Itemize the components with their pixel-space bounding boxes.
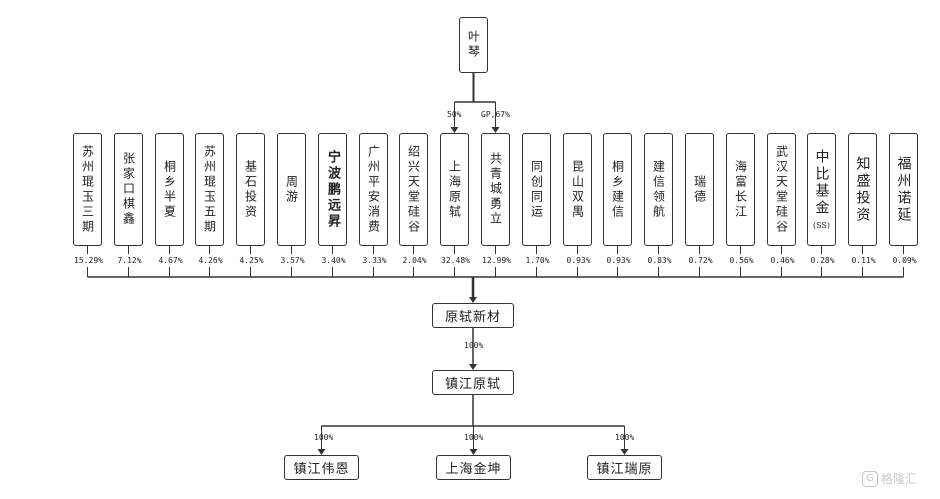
subsidiary-arrow-head xyxy=(317,449,326,455)
subsidiary-pct-2: 100% xyxy=(615,433,635,442)
shareholder-name: 张家口棋鑫 xyxy=(121,152,136,227)
shareholder-name: 绍兴天堂硅谷 xyxy=(406,144,421,235)
shareholder-box: 武汉天堂硅谷 xyxy=(767,133,796,246)
subsidiary-box-2: 镇江瑞原 xyxy=(587,455,662,480)
shareholder-pct: 4.67% xyxy=(158,256,183,265)
shareholder-pct: 0.72% xyxy=(688,256,713,265)
shareholder-pct: 0.93% xyxy=(606,256,631,265)
shareholder-box: 绍兴天堂硅谷 xyxy=(399,133,428,246)
shareholder-box: 瑞德 xyxy=(685,133,714,246)
shareholder-pct: 0.28% xyxy=(810,256,835,265)
subsidiary-pct-1: 100% xyxy=(464,433,484,442)
shareholder-box: 基石投资 xyxy=(236,133,265,246)
shareholder-name: 桐乡半夏 xyxy=(162,159,177,220)
shareholder-name: 上海原轼 xyxy=(447,159,462,220)
watermark-logo-icon: G xyxy=(862,470,878,487)
shareholder-pct: 0.83% xyxy=(647,256,672,265)
shareholder-name: 同创同运 xyxy=(529,159,544,220)
shareholder-box: 宁波鹏远昇 xyxy=(318,133,347,246)
top-left-edge-label: 50% xyxy=(447,110,462,119)
shareholder-name: 昆山双禺 xyxy=(570,159,585,220)
shareholder-box: 同创同运 xyxy=(522,133,551,246)
shareholder-pct: 0.09% xyxy=(892,256,917,265)
subsidiary-box-0: 镇江伟恩 xyxy=(284,455,359,480)
shareholder-pct: 0.11% xyxy=(851,256,876,265)
shareholder-pct: 0.46% xyxy=(770,256,795,265)
shareholder-name: 知盛投资 xyxy=(854,155,871,224)
shareholder-sub-label: (SS) xyxy=(812,221,831,230)
company-name: 原轼新材 xyxy=(444,310,501,325)
shareholder-name: 桐乡建信 xyxy=(610,159,625,220)
shareholder-pct: 2.04% xyxy=(402,256,427,265)
shareholder-name: 共青城勇立 xyxy=(488,152,503,227)
shareholder-name: 广州平安消费 xyxy=(366,144,381,235)
company-box: 原轼新材 xyxy=(432,303,514,328)
shareholder-box: 海富长江 xyxy=(726,133,755,246)
shareholder-name: 中比基金 xyxy=(813,149,830,217)
shareholder-name: 苏州琨玉五期 xyxy=(202,144,217,235)
subsidiary-arrow-head xyxy=(469,449,478,455)
shareholder-pct: 7.12% xyxy=(117,256,142,265)
shareholder-box: 周游 xyxy=(277,133,306,246)
top-shareholder-box: 叶琴 xyxy=(459,17,488,73)
shareholder-name: 基石投资 xyxy=(243,159,258,220)
top-arrow-head xyxy=(450,127,459,133)
shareholder-pct: 12.99% xyxy=(482,256,511,265)
shareholder-box: 张家口棋鑫 xyxy=(114,133,143,246)
shareholder-box: 知盛投资 xyxy=(848,133,877,246)
sub1-name: 镇江原轼 xyxy=(444,377,501,392)
top-right-edge-label: GP,67% xyxy=(481,110,510,119)
shareholder-box: 苏州琨玉五期 xyxy=(195,133,224,246)
shareholder-name: 海富长江 xyxy=(733,159,748,220)
shareholder-name: 建信领航 xyxy=(651,159,666,220)
shareholder-box: 广州平安消费 xyxy=(359,133,388,246)
shareholder-name: 宁波鹏远昇 xyxy=(325,149,340,230)
shareholder-box: 福州诺延 xyxy=(889,133,918,246)
shareholder-box: 共青城勇立 xyxy=(481,133,510,246)
subsidiary-name-1: 上海金坤 xyxy=(445,462,502,477)
watermark: G 格隆汇 xyxy=(862,470,917,487)
shareholder-box: 上海原轼 xyxy=(440,133,469,246)
sub1-box: 镇江原轼 xyxy=(432,370,514,395)
shareholder-pct: 3.40% xyxy=(321,256,346,265)
shareholder-name: 苏州琨玉三期 xyxy=(80,144,95,235)
shareholder-pct: 3.33% xyxy=(362,256,387,265)
watermark-text: 格隆汇 xyxy=(881,472,918,486)
shareholder-name: 周游 xyxy=(284,174,299,205)
company-arrow-head xyxy=(469,297,477,303)
top-arrow-head xyxy=(491,127,500,133)
shareholder-pct: 32.48% xyxy=(441,256,470,265)
shareholder-box: 中比基金 (SS) xyxy=(807,133,836,246)
shareholder-pct: 0.93% xyxy=(566,256,591,265)
shareholder-pct: 4.25% xyxy=(239,256,264,265)
sub1-arrow-head xyxy=(469,364,477,370)
shareholder-box: 昆山双禺 xyxy=(563,133,592,246)
sub1-pct: 100% xyxy=(464,341,484,350)
shareholder-name: 武汉天堂硅谷 xyxy=(774,144,789,235)
shareholder-pct: 4.26% xyxy=(198,256,223,265)
shareholder-pct: 3.57% xyxy=(280,256,305,265)
subsidiary-box-1: 上海金坤 xyxy=(436,455,511,480)
shareholder-box: 桐乡建信 xyxy=(603,133,632,246)
subsidiary-name-0: 镇江伟恩 xyxy=(293,462,350,477)
subsidiary-pct-0: 100% xyxy=(314,433,334,442)
subsidiary-name-2: 镇江瑞原 xyxy=(596,462,653,477)
shareholder-pct: 15.29% xyxy=(74,256,103,265)
shareholder-box: 桐乡半夏 xyxy=(155,133,184,246)
shareholder-pct: 0.56% xyxy=(729,256,754,265)
shareholder-name: 瑞德 xyxy=(692,174,707,205)
shareholder-box: 苏州琨玉三期 xyxy=(73,133,102,246)
shareholder-name: 福州诺延 xyxy=(895,155,912,224)
subsidiary-arrow-head xyxy=(620,449,629,455)
shareholder-box: 建信领航 xyxy=(644,133,673,246)
top-shareholder-name: 叶琴 xyxy=(466,30,481,60)
shareholder-pct: 1.70% xyxy=(525,256,550,265)
